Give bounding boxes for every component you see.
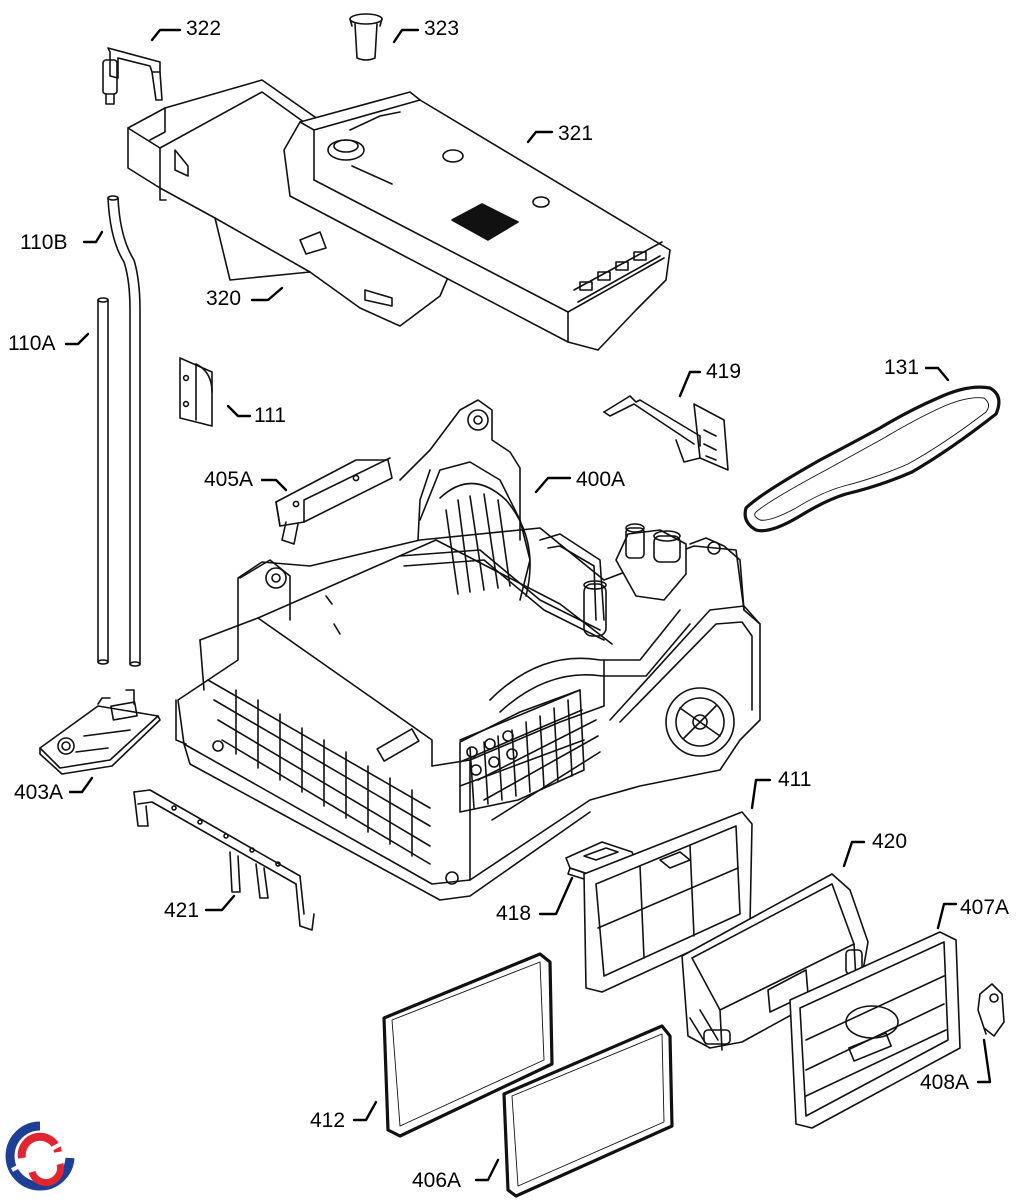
part-131-gasket: [743, 385, 1001, 533]
part-406A-gasket: [502, 1024, 674, 1198]
part-323-cap: [349, 13, 383, 61]
label-411: 411: [778, 768, 811, 791]
callout-line-111: [226, 404, 252, 418]
part-412-gasket: [382, 952, 554, 1138]
callout-line-110B: [82, 230, 104, 244]
label-110B: 110B: [20, 231, 68, 254]
part-400A-chassis: [175, 399, 761, 901]
callout-line-421: [204, 894, 236, 912]
callout-line-408A: [976, 1038, 992, 1084]
callout-line-412: [352, 1100, 378, 1122]
callout-line-322: [150, 28, 182, 42]
label-406A: 406A: [412, 1169, 461, 1192]
label-400A: 400A: [576, 468, 625, 491]
label-111: 111: [254, 404, 286, 427]
part-419-bracket: [603, 395, 729, 471]
callout-line-418: [538, 876, 574, 916]
label-412: 412: [310, 1109, 345, 1132]
callout-line-110A: [64, 332, 90, 346]
callout-line-406A: [474, 1158, 500, 1182]
callout-line-403A: [68, 776, 94, 794]
label-418: 418: [496, 902, 531, 925]
callout-line-407A: [936, 902, 958, 930]
part-421-rail: [133, 789, 315, 931]
label-420: 420: [872, 830, 907, 853]
label-322: 322: [186, 17, 221, 40]
part-408A-latch: [977, 983, 1005, 1037]
callout-line-323: [392, 28, 420, 44]
part-403A-board: [39, 689, 161, 775]
label-407A: 407A: [960, 896, 1009, 919]
callout-line-320: [250, 286, 284, 302]
part-420-drawer: [681, 873, 869, 1051]
label-323: 323: [424, 17, 459, 40]
label-408A: 408A: [920, 1071, 969, 1094]
label-131: 131: [884, 356, 919, 379]
part-405A-bracket: [275, 457, 393, 545]
part-111-clip: [179, 357, 213, 427]
label-110A: 110A: [8, 332, 56, 355]
callout-line-420: [842, 840, 866, 868]
label-320: 320: [206, 287, 241, 310]
label-403A: 403A: [14, 781, 63, 804]
part-321-cover: [283, 91, 671, 351]
part-407A-panel: [789, 931, 961, 1129]
part-322-bracket: [102, 47, 163, 105]
callout-line-405A: [260, 478, 288, 492]
label-419: 419: [706, 360, 741, 383]
brand-logo: [5, 1121, 75, 1191]
callout-line-419: [678, 370, 702, 398]
label-405A: 405A: [204, 468, 253, 491]
label-421: 421: [164, 899, 199, 922]
part-110B-tube: [107, 195, 141, 667]
callout-line-131: [924, 366, 950, 382]
callout-line-321: [526, 130, 554, 144]
callout-line-411: [750, 778, 772, 810]
callout-line-400A: [534, 476, 572, 494]
part-110A-tube: [97, 297, 109, 665]
label-321: 321: [558, 122, 593, 145]
